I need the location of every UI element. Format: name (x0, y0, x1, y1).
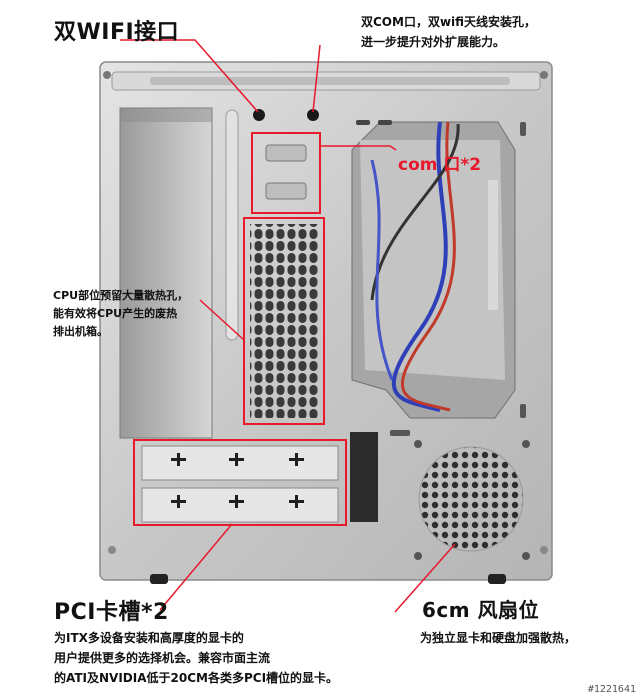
wifi-desc-line1: 双COM口，双wifi天线安装孔， (361, 15, 537, 29)
fan-desc: 为独立显卡和硬盘加强散热， (420, 631, 577, 645)
side-slots (356, 120, 526, 436)
wifi-hole-2 (307, 109, 319, 121)
fan-title: 6cm 风扇位 (422, 598, 540, 622)
com-label: com 口*2 (398, 155, 482, 175)
cpu-desc-line1: CPU部位预留大量散热孔， (53, 289, 189, 302)
cpu-desc-line3: 排出机箱。 (53, 325, 108, 338)
vertical-slot (225, 109, 239, 341)
fan-grille (414, 440, 530, 560)
watermark: #1221641 (587, 684, 636, 695)
callout-lines (120, 39, 456, 613)
pci-title: PCI卡槽*2 (54, 600, 169, 625)
pci-slots (133, 432, 378, 526)
com-ports (251, 132, 321, 214)
cpu-desc-line2: 能有效将CPU产生的废热 (53, 307, 178, 320)
wifi-desc-line2: 进一步提升对外扩展能力。 (361, 35, 506, 49)
wifi-hole-1 (253, 109, 265, 121)
io-shield-opening (119, 107, 213, 439)
interior-window (351, 121, 516, 419)
pci-desc-line1: 为ITX多设备安装和高厚度的显卡的 (54, 631, 244, 645)
pci-desc-line3: 的ATI及NVIDIA低于20CM各类多PCI槽位的显卡。 (54, 671, 339, 685)
wifi-title: 双WIFI接口 (54, 20, 180, 45)
cpu-vent (243, 217, 325, 425)
pci-desc-line2: 用户提供更多的选择机会。兼容市面主流 (54, 651, 271, 665)
